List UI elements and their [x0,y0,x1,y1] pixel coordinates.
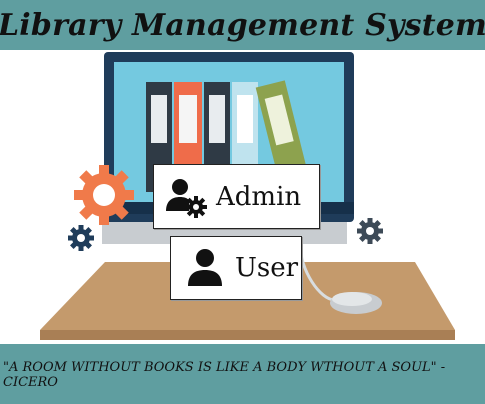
user-button[interactable]: User [170,236,302,300]
user-icon [188,249,222,286]
header-bar: Library Management System [0,0,485,50]
page-title: Library Management System [0,7,485,43]
quote-text: "A ROOM WITHOUT BOOKS IS LIKE A BODY WTH… [3,360,446,390]
gear-icon [357,218,383,244]
admin-button-label: Admin [216,181,302,212]
footer-bar: "A ROOM WITHOUT BOOKS IS LIKE A BODY WTH… [0,344,485,404]
admin-button[interactable]: Admin [153,164,320,229]
user-button-label: User [235,253,299,283]
gear-icon [74,165,134,225]
gear-icon [68,225,94,251]
user-gear-icon [166,178,207,218]
